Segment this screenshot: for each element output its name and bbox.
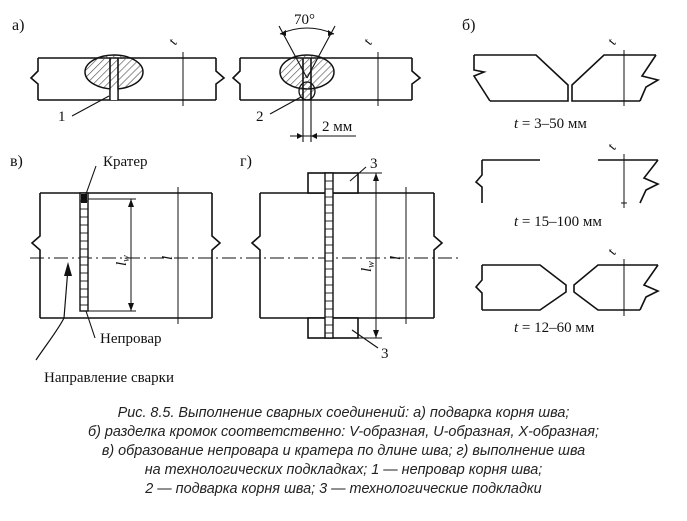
joint-a2: [231, 57, 422, 101]
plate-length-label-v: l: [160, 256, 176, 260]
thickness-label-bx: t: [605, 246, 620, 258]
caption-line: на технологических подкладках; 1 — непро…: [144, 462, 543, 478]
leader-1: [71, 95, 110, 117]
leader-3-bottom: [351, 329, 379, 349]
plate-v: [30, 192, 222, 319]
callout-3-top: 3: [370, 156, 378, 172]
thickness-label-bv: t: [605, 36, 620, 48]
thickness-label-a2: t: [361, 36, 376, 48]
weld-length-label-g: lw: [359, 261, 377, 272]
plate-g: [250, 192, 444, 319]
figure-caption: Рис. 8.5. Выполнение сварных соединений:…: [0, 404, 687, 499]
direction-label: Направление сварки: [44, 370, 174, 386]
weld-bead-a1: [84, 54, 144, 90]
crater-label: Кратер: [103, 154, 148, 170]
bevel-u: [474, 159, 660, 204]
callout-3-bottom: 3: [381, 346, 389, 362]
panel-label-a: а): [12, 17, 24, 34]
panel-label-g: г): [240, 153, 252, 170]
bevel-u-range: t = 15–100 мм: [514, 214, 602, 230]
incomplete-leader: [85, 310, 96, 339]
thickness-label-bu: t: [605, 141, 620, 153]
angle-label: 70°: [294, 12, 315, 28]
caption-line: 2 — подварка корня шва; 3 — технологичес…: [145, 481, 542, 497]
figure-drawing: а) 1 t 70°: [10, 12, 661, 386]
caption-line: Рис. 8.5. Выполнение сварных соединений:…: [117, 405, 570, 421]
direction-arrow: [35, 267, 69, 361]
gap-label: 2 мм: [322, 119, 353, 135]
caption-line: в) образование непровара и кратера по дл…: [101, 443, 586, 459]
root-weld-a2: [298, 81, 316, 101]
thickness-label-a1: t: [166, 36, 181, 48]
bevel-v: [472, 54, 661, 102]
panel-label-v: в): [10, 153, 23, 170]
weld-length-label-v: lw: [114, 255, 132, 266]
crater-mark: [81, 194, 87, 203]
bevel-x: [474, 264, 660, 311]
weld-seam-v: [79, 192, 89, 312]
weld-seam-g: [324, 172, 334, 339]
plate-length-label-g: l: [388, 256, 404, 260]
crater-leader: [85, 165, 97, 195]
callout-2: 2: [256, 109, 264, 125]
callout-1: 1: [58, 109, 66, 125]
bevel-x-range: t = 12–60 мм: [514, 320, 595, 336]
incomplete-label: Непровар: [100, 331, 162, 347]
panel-label-b: б): [462, 17, 475, 34]
leader-3-top: [349, 166, 367, 182]
caption-line: б) разделка кромок соответственно: V-обр…: [88, 424, 599, 440]
leader-2: [269, 96, 302, 115]
bevel-v-range: t = 3–50 мм: [514, 116, 587, 132]
